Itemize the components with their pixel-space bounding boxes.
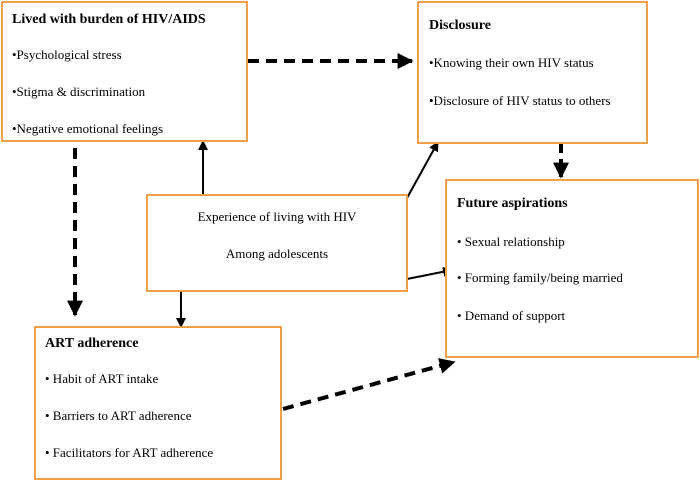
art-adherence-box: ART adherence • Habit of ART intake • Ba… (34, 326, 282, 480)
future-aspirations-box: Future aspirations • Sexual relationship… (445, 179, 699, 358)
lived-burden-item: •Negative emotional feelings (12, 121, 164, 136)
lived-burden-box: Lived with burden of HIV/AIDS •Psycholog… (1, 1, 248, 142)
art-item: • Habit of ART intake (45, 371, 159, 386)
future-title: Future aspirations (457, 196, 568, 211)
arrow-central-to-future (406, 266, 453, 280)
lived-burden-item: •Stigma & discrimination (12, 84, 146, 99)
disclosure-item: •Disclosure of HIV status to others (429, 93, 611, 108)
disclosure-title: Disclosure (429, 18, 491, 33)
future-item: • Sexual relationship (457, 234, 565, 249)
art-item: • Facilitators for ART adherence (45, 445, 214, 460)
arrow-art-to-future (282, 358, 456, 411)
central-experience-box: Experience of living with HIV Among adol… (146, 194, 408, 292)
art-item: • Barriers to ART adherence (45, 408, 192, 423)
arrow-central-to-disclosure (406, 141, 439, 199)
art-title: ART adherence (45, 336, 139, 351)
disclosure-box: Disclosure •Knowing their own HIV status… (417, 1, 648, 144)
central-line-2: Among adolescents (225, 246, 329, 261)
future-item: • Demand of support (457, 308, 566, 323)
central-line-1: Experience of living with HIV (197, 209, 357, 224)
lived-burden-item: •Psychological stress (12, 47, 122, 62)
lived-burden-title: Lived with burden of HIV/AIDS (12, 12, 206, 27)
future-item: • Forming family/being married (457, 270, 623, 285)
disclosure-item: •Knowing their own HIV status (429, 55, 594, 70)
